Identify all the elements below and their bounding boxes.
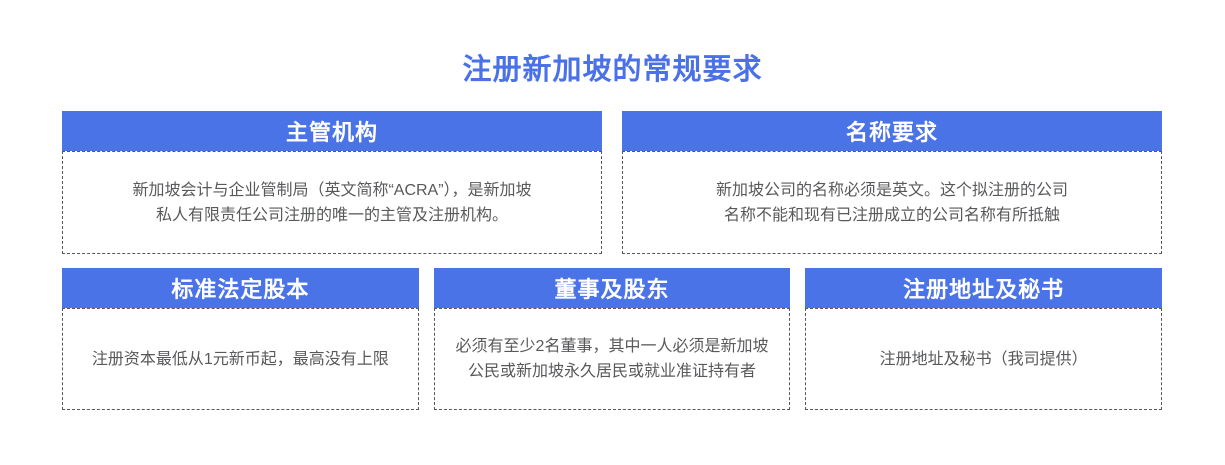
card-address-secretary: 注册地址及秘书 注册地址及秘书（我司提供） bbox=[805, 268, 1163, 410]
cards-row-top: 主管机构 新加坡会计与企业管制局（英文简称“ACRA”），是新加坡 私人有限责任… bbox=[62, 111, 1162, 254]
card-authority-title: 主管机构 bbox=[62, 111, 602, 151]
card-directors-shareholders: 董事及股东 必须有至少2名董事，其中一人必须是新加坡 公民或新加坡永久居民或就业… bbox=[433, 268, 791, 410]
card-directors-shareholders-title: 董事及股东 bbox=[433, 268, 791, 308]
card-address-secretary-title: 注册地址及秘书 bbox=[805, 268, 1163, 308]
card-name-requirements-body: 新加坡公司的名称必须是英文。这个拟注册的公司 名称不能和现有已注册成立的公司名称… bbox=[622, 151, 1162, 254]
cards-row-bottom: 标准法定股本 注册资本最低从1元新币起，最高没有上限 董事及股东 必须有至少2名… bbox=[62, 268, 1163, 410]
card-authority-body: 新加坡会计与企业管制局（英文简称“ACRA”），是新加坡 私人有限责任公司注册的… bbox=[62, 151, 602, 254]
card-directors-shareholders-body: 必须有至少2名董事，其中一人必须是新加坡 公民或新加坡永久居民或就业准证持有者 bbox=[433, 308, 791, 410]
card-name-requirements-title: 名称要求 bbox=[622, 111, 1162, 151]
card-share-capital-body: 注册资本最低从1元新币起，最高没有上限 bbox=[62, 308, 419, 410]
card-address-secretary-body: 注册地址及秘书（我司提供） bbox=[805, 308, 1163, 410]
card-share-capital-title: 标准法定股本 bbox=[62, 268, 419, 308]
card-share-capital: 标准法定股本 注册资本最低从1元新币起，最高没有上限 bbox=[62, 268, 419, 410]
page-title: 注册新加坡的常规要求 bbox=[462, 54, 763, 86]
card-authority: 主管机构 新加坡会计与企业管制局（英文简称“ACRA”），是新加坡 私人有限责任… bbox=[62, 111, 602, 254]
card-name-requirements: 名称要求 新加坡公司的名称必须是英文。这个拟注册的公司 名称不能和现有已注册成立… bbox=[622, 111, 1162, 254]
